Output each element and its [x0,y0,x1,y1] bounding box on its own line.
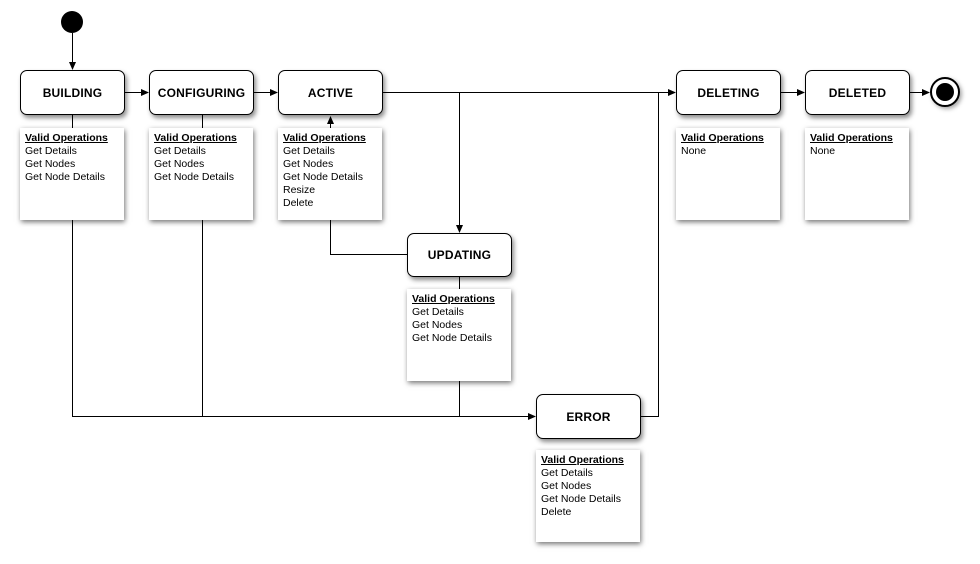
state-deleted[interactable]: DELETED [805,70,910,115]
error-op-item: Get Details [541,467,593,479]
configuring-ops-panel: Valid Operations Get Details Get Nodes G… [149,128,253,220]
configuring-op-item: Get Details [154,145,206,157]
state-deleting[interactable]: DELETING [676,70,781,115]
updating-op-item: Get Node Details [412,332,492,344]
updating-ops-panel: Valid Operations Get Details Get Nodes G… [407,289,511,381]
state-active[interactable]: ACTIVE [278,70,383,115]
deleting-ops-panel: Valid Operations None [676,128,780,220]
state-updating[interactable]: UPDATING [407,233,512,277]
updating-ops-title: Valid Operations [412,293,495,305]
active-op-item: Get Nodes [283,158,334,170]
active-op-item: Get Details [283,145,335,157]
error-ops-title: Valid Operations [541,454,624,466]
edge-error-deleting [641,92,659,417]
error-op-item: Get Node Details [541,493,621,505]
configuring-op-item: Get Nodes [154,158,205,170]
deleted-ops-title: Valid Operations [810,132,893,144]
updating-op-item: Get Nodes [412,319,463,331]
deleted-op-item: None [810,145,836,157]
error-op-item: Delete [541,506,572,518]
state-configuring-label: CONFIGURING [157,85,246,100]
building-op-item: Get Nodes [25,158,76,170]
error-op-item: Get Nodes [541,480,592,492]
active-op-item: Delete [283,197,314,209]
updating-op-item: Get Details [412,306,464,318]
building-ops-title: Valid Operations [25,132,108,144]
state-error[interactable]: ERROR [536,394,641,439]
configuring-ops-title: Valid Operations [154,132,237,144]
active-op-item: Get Node Details [283,171,363,183]
state-updating-label: UPDATING [427,248,492,262]
state-deleting-label: DELETING [697,85,760,100]
active-ops-panel: Valid Operations Get Details Get Nodes G… [278,128,382,220]
state-building[interactable]: BUILDING [20,70,125,115]
initial-state-node [61,11,83,33]
deleted-ops-panel: Valid Operations None [805,128,909,220]
state-building-label: BUILDING [42,85,103,100]
state-configuring[interactable]: CONFIGURING [149,70,254,115]
error-ops-panel: Valid Operations Get Details Get Nodes G… [536,450,640,542]
state-error-label: ERROR [566,409,611,424]
final-state-node [930,77,960,107]
configuring-op-item: Get Node Details [154,171,234,183]
active-op-item: Resize [283,184,316,196]
building-op-item: Get Details [25,145,77,157]
building-ops-panel: Valid Operations Get Details Get Nodes G… [20,128,124,220]
building-op-item: Get Node Details [25,171,105,183]
deleting-ops-title: Valid Operations [681,132,764,144]
deleting-op-item: None [681,145,707,157]
state-deleted-label: DELETED [828,85,887,100]
state-active-label: ACTIVE [307,85,354,100]
active-ops-title: Valid Operations [283,132,366,144]
